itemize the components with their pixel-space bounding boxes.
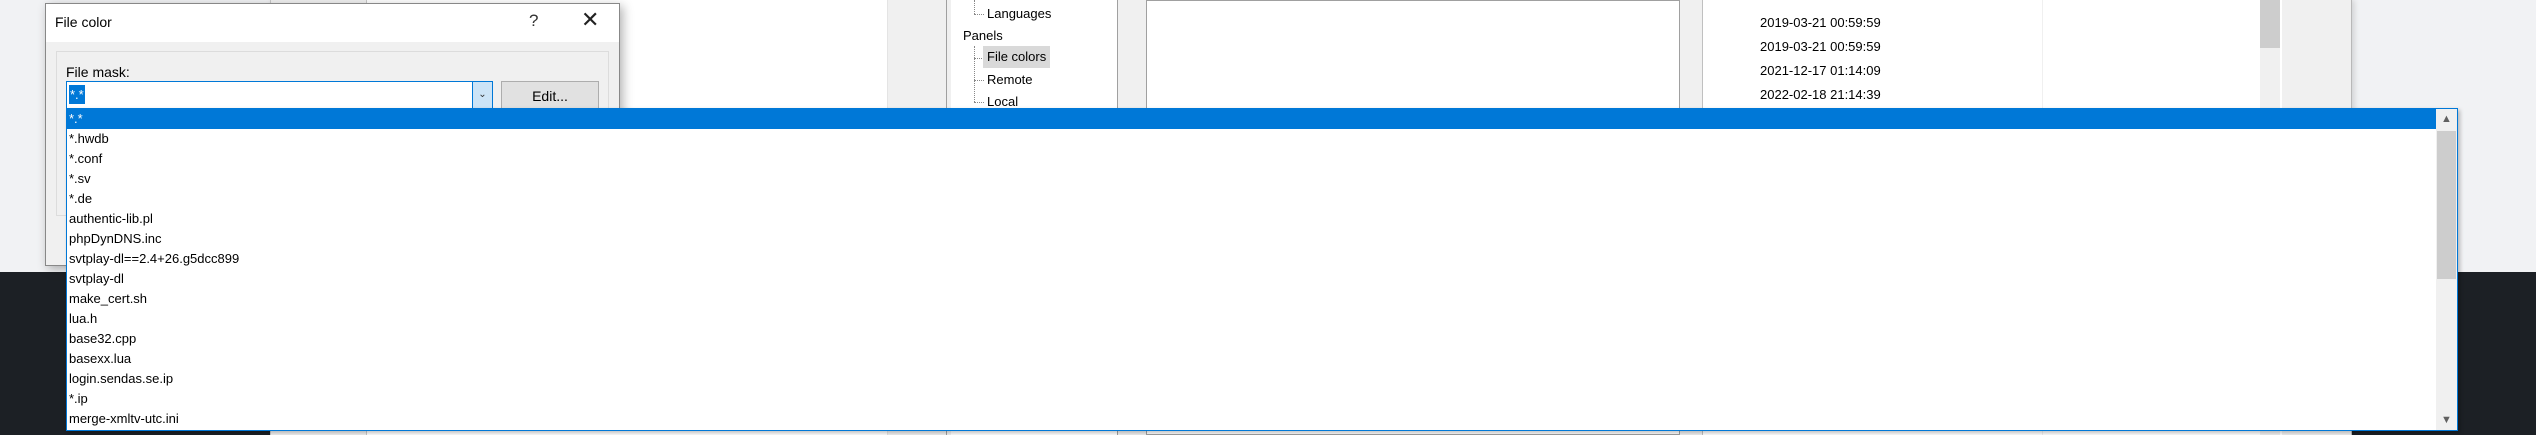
dropdown-option[interactable]: login.sendas.se.ip	[69, 371, 174, 386]
dropdown-option[interactable]: *.ip	[69, 391, 88, 406]
file-mask-combobox[interactable]: *.* ⌄	[66, 81, 493, 109]
dropdown-option[interactable]: merge-xmltv-utc.ini	[69, 411, 179, 426]
dropdown-option[interactable]: lua.h	[69, 311, 98, 326]
dropdown-option[interactable]: make_cert.sh	[69, 291, 148, 306]
dialog-title: File color	[55, 14, 112, 30]
file-list-scrollbar-thumb[interactable]	[2260, 0, 2280, 48]
dropdown-option[interactable]: *.hwdb	[69, 131, 109, 146]
file-mask-dropdown-list[interactable]: *.* *.hwdb *.conf *.sv *.de authentic-lib.pl p…	[66, 108, 2458, 431]
dropdown-scrollbar[interactable]: ▲ ▼	[2436, 109, 2457, 430]
dropdown-option[interactable]: authentic-lib.pl	[69, 211, 153, 226]
dropdown-option[interactable]: *.*	[67, 109, 2437, 129]
close-button[interactable]: ✕	[581, 7, 600, 32]
title-bar: File color ? ✕	[46, 4, 619, 42]
date-cell: 2021-12-17 01:14:09	[1760, 63, 1881, 78]
date-cell: 2019-03-21 00:59:59	[1760, 39, 1881, 54]
help-button[interactable]: ?	[529, 11, 539, 30]
dropdown-option[interactable]: basexx.lua	[69, 351, 132, 366]
dropdown-option[interactable]: phpDynDNS.inc	[69, 231, 162, 246]
tree-item-file-colors[interactable]: File colors	[983, 46, 1051, 68]
date-cell: 2022-02-18 21:14:39	[1760, 87, 1881, 102]
dropdown-option[interactable]: *.sv	[69, 171, 91, 186]
edit-button[interactable]: Edit...	[501, 81, 599, 111]
dropdown-option[interactable]: *.de	[69, 191, 93, 206]
chevron-down-icon[interactable]: ⌄	[472, 82, 492, 108]
dropdown-option[interactable]: svtplay-dl==2.4+26.g5dcc899	[69, 251, 240, 266]
dropdown-scrollbar-thumb[interactable]	[2437, 131, 2456, 279]
scroll-down-icon[interactable]: ▼	[2441, 414, 2452, 426]
dropdown-option[interactable]: svtplay-dl	[69, 271, 124, 286]
dropdown-option[interactable]: base32.cpp	[69, 331, 137, 346]
file-mask-value[interactable]: *.*	[69, 85, 85, 104]
file-mask-label: File mask:	[66, 64, 130, 80]
tree-item-panels[interactable]: Panels	[963, 28, 1003, 43]
tree-item-local[interactable]: Local	[987, 94, 1019, 109]
tree-item-remote[interactable]: Remote	[987, 72, 1033, 87]
tree-item-languages[interactable]: Languages	[987, 6, 1052, 21]
dropdown-option[interactable]: *.conf	[69, 151, 103, 166]
scroll-up-icon[interactable]: ▲	[2441, 113, 2452, 125]
date-cell: 2019-03-21 00:59:59	[1760, 15, 1881, 30]
